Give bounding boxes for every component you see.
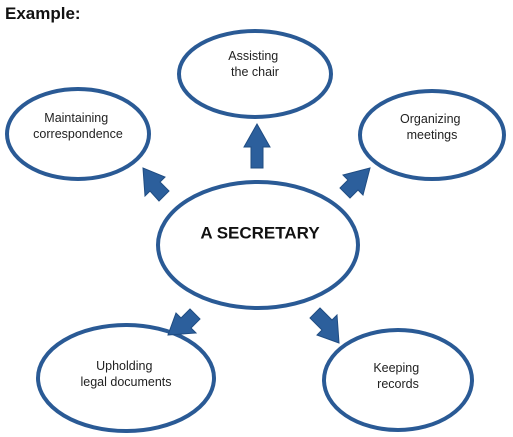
example-heading: Example: (5, 4, 81, 23)
node-line: Keeping (373, 361, 419, 375)
node-line: meetings (407, 128, 458, 142)
node-ellipse-keeping-records (322, 328, 474, 432)
node-line: Assisting (228, 49, 278, 63)
arrow-up-left-icon (142, 167, 170, 202)
node-label-organizing-meetings: Organizing meetings (400, 112, 464, 142)
node-ellipse-upholding-legal-documents (36, 323, 216, 433)
node-label-upholding-legal-documents: Upholding legal documents (80, 359, 171, 389)
node-line: Organizing (400, 112, 460, 126)
arrow-up-right-icon (339, 167, 371, 199)
arrow-up-icon (243, 122, 271, 169)
node-label-maintaining-correspondence: Maintaining correspondence (33, 111, 123, 141)
arrow-down-right-icon (309, 307, 340, 344)
node-line: the chair (231, 65, 279, 79)
node-line: correspondence (33, 127, 123, 141)
node-ellipse-organizing-meetings (358, 89, 506, 181)
center-ellipse (156, 180, 360, 310)
node-line: records (377, 377, 419, 391)
node-ellipse-maintaining-correspondence (5, 87, 151, 181)
node-ellipse-assisting-the-chair (177, 29, 333, 119)
node-line: legal documents (80, 375, 171, 389)
node-label-keeping-records: Keeping records (373, 361, 422, 391)
center-label: A SECRETARY (200, 223, 320, 242)
node-label-assisting-the-chair: Assisting the chair (228, 49, 282, 79)
arrow-down-left-icon (167, 308, 201, 336)
node-line: Upholding (96, 359, 152, 373)
node-line: Maintaining (44, 111, 108, 125)
